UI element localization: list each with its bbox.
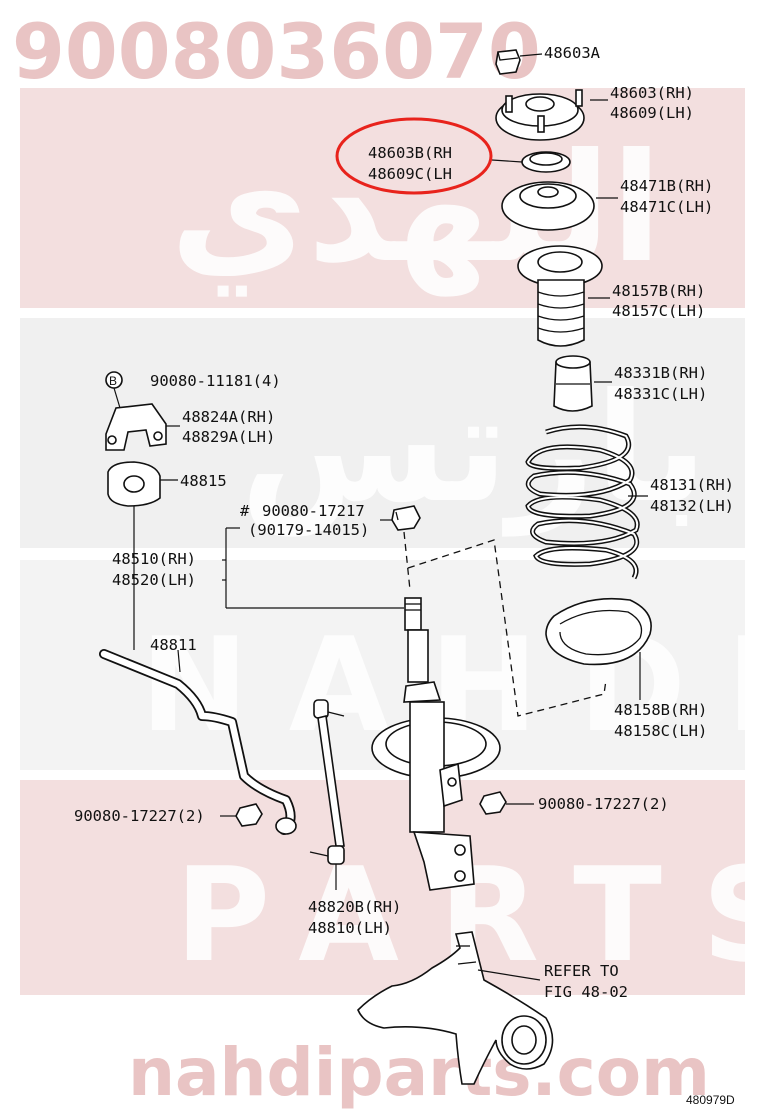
label-48603b-rh: 48603B(RH <box>368 144 452 162</box>
coil-spring <box>525 424 648 580</box>
bearing-48603b <box>491 151 571 173</box>
label-48824a-rh: 48824A(RH) <box>182 408 275 426</box>
bushing-bracket: B <box>105 371 180 451</box>
label-48520-lh: 48520(LH) <box>112 571 196 589</box>
label-48829a-lh: 48829A(LH) <box>182 428 275 446</box>
label-48609-lh: 48609(LH) <box>610 104 694 122</box>
diagram-code: 480979D <box>686 1093 735 1107</box>
site-watermark: nahdiparts.com <box>128 1034 710 1111</box>
label-90080-17227-left: 90080-17227(2) <box>74 807 205 825</box>
nut-90080-17227-right <box>479 791 534 815</box>
label-hash: # <box>240 502 250 520</box>
shock-absorber <box>225 527 501 891</box>
label-90080-11181: 90080-11181(4) <box>150 372 281 390</box>
label-48815: 48815 <box>180 472 227 490</box>
label-48609c-lh: 48609C(LH <box>368 165 452 183</box>
label-90179-14015: (90179-14015) <box>248 521 369 539</box>
lower-spring-insulator <box>545 597 652 700</box>
label-48471c-lh: 48471C(LH) <box>620 198 713 216</box>
nut-48603a <box>495 49 543 75</box>
label-48811: 48811 <box>150 636 197 654</box>
stabilizer-bushing-48815 <box>107 461 178 507</box>
label-48131-rh: 48131(RH) <box>650 476 734 494</box>
label-90080-17227-right: 90080-17227(2) <box>538 795 669 813</box>
label-fig-48-02: FIG 48-02 <box>544 983 628 1001</box>
nut-90080-17227-left <box>220 803 263 827</box>
strut-nut-90080-17217 <box>380 505 421 531</box>
callout-labels: 48603A 48603(RH) 48609(LH) 48603B(RH 486… <box>74 44 735 1107</box>
guide-nut-to-rod <box>403 531 411 591</box>
circle-b-label: B <box>109 374 117 388</box>
label-48510-rh: 48510(RH) <box>112 550 196 568</box>
label-48471b-rh: 48471B(RH) <box>620 177 713 195</box>
watermark-band-top <box>20 88 745 308</box>
steering-knuckle <box>357 931 554 1085</box>
part-number-watermark: 9008036070 <box>12 7 541 96</box>
dust-boot <box>517 245 610 347</box>
label-48331c-lh: 48331C(LH) <box>614 385 707 403</box>
stabilizer-link <box>309 699 345 890</box>
stabilizer-bar <box>99 506 297 835</box>
label-90080-17217: 90080-17217 <box>262 502 365 520</box>
label-48331b-rh: 48331B(RH) <box>614 364 707 382</box>
label-refer-to: REFER TO <box>544 962 619 980</box>
strut-mount-support <box>495 89 608 141</box>
bump-stopper <box>553 355 612 412</box>
upper-insulator <box>501 181 618 231</box>
watermark-band-bottom <box>20 780 745 995</box>
label-48820b-rh: 48820B(RH) <box>308 898 401 916</box>
label-48157c-lh: 48157C(LH) <box>612 302 705 320</box>
label-48158b-rh: 48158B(RH) <box>614 701 707 719</box>
label-48132-lh: 48132(LH) <box>650 497 734 515</box>
label-48157b-rh: 48157B(RH) <box>612 282 705 300</box>
label-48158c-lh: 48158C(LH) <box>614 722 707 740</box>
highlight-circle <box>335 117 493 195</box>
label-48810-lh: 48810(LH) <box>308 919 392 937</box>
label-48603a: 48603A <box>544 44 601 62</box>
label-48603-rh: 48603(RH) <box>610 84 694 102</box>
assembly-guide-dashed <box>407 539 607 717</box>
